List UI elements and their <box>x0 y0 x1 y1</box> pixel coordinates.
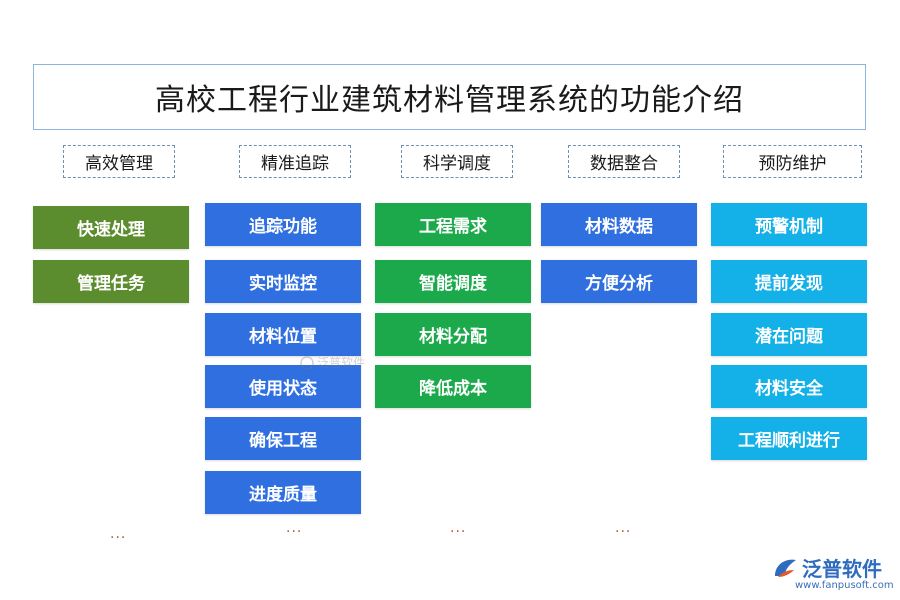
item-easy-analysis: 方便分析 <box>541 260 697 303</box>
logo-url: www.fanpusoft.com <box>795 580 894 591</box>
watermark-logo-icon <box>300 355 314 370</box>
watermark-text: 泛普软件 <box>317 356 366 370</box>
page-title: 高校工程行业建筑材料管理系统的功能介绍 <box>33 64 866 130</box>
item-progress-quality: 进度质量 <box>205 471 361 514</box>
ellipsis-col4: ... <box>615 520 632 536</box>
category-efficient-management: 高效管理 <box>63 145 175 178</box>
item-tracking-function: 追踪功能 <box>205 203 361 246</box>
item-fast-processing: 快速处理 <box>33 206 189 249</box>
item-material-data: 材料数据 <box>541 203 697 246</box>
logo-text: 泛普软件 <box>802 557 882 581</box>
item-warning-mechanism: 预警机制 <box>711 203 867 246</box>
item-early-discovery: 提前发现 <box>711 260 867 303</box>
category-scientific-scheduling: 科学调度 <box>401 145 513 178</box>
brand-logo: 泛普软件 <box>772 553 882 582</box>
item-reduce-cost: 降低成本 <box>375 365 531 408</box>
watermark: 泛普软件 <box>300 354 365 371</box>
ellipsis-col2: ... <box>286 520 303 536</box>
item-material-allocation: 材料分配 <box>375 313 531 356</box>
category-data-integration: 数据整合 <box>568 145 680 178</box>
ellipsis-col3: ... <box>450 520 467 536</box>
item-ensure-project: 确保工程 <box>205 417 361 460</box>
item-material-safety: 材料安全 <box>711 365 867 408</box>
item-project-smooth: 工程顺利进行 <box>711 417 867 460</box>
fanpu-logo-icon <box>775 559 796 577</box>
ellipsis-col1: ... <box>110 526 127 542</box>
item-manage-tasks: 管理任务 <box>33 260 189 303</box>
category-preventive-maintenance: 预防维护 <box>723 145 862 178</box>
item-usage-status: 使用状态 <box>205 365 361 408</box>
item-realtime-monitoring: 实时监控 <box>205 260 361 303</box>
item-project-demand: 工程需求 <box>375 203 531 246</box>
category-precise-tracking: 精准追踪 <box>239 145 351 178</box>
item-smart-scheduling: 智能调度 <box>375 260 531 303</box>
item-potential-problems: 潜在问题 <box>711 313 867 356</box>
item-material-location: 材料位置 <box>205 313 361 356</box>
